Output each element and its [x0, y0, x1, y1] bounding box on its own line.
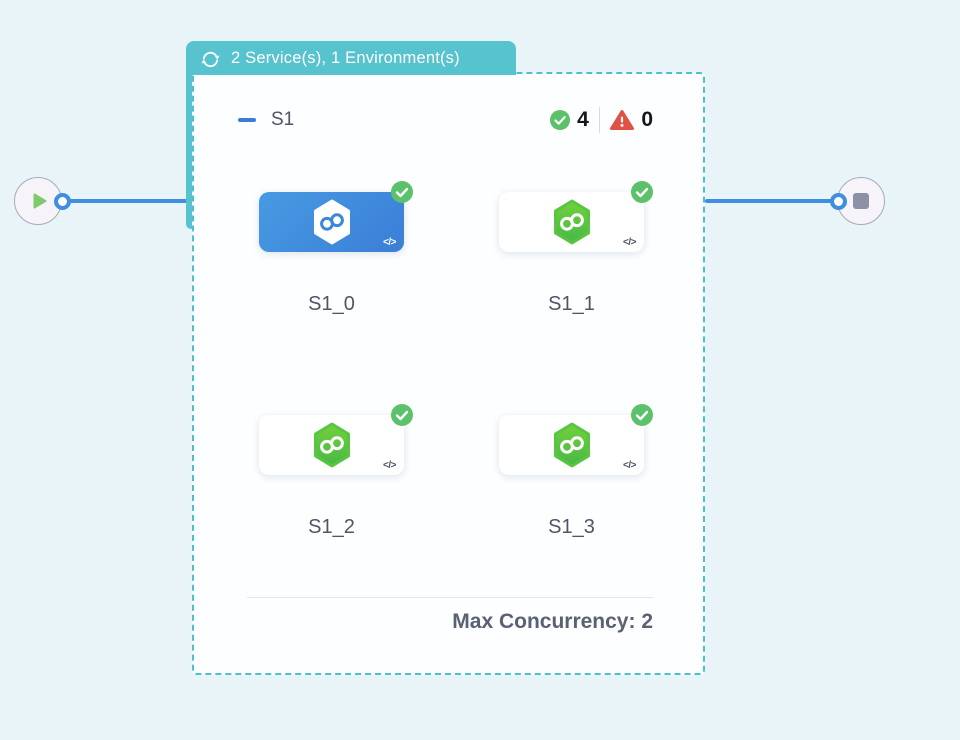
service-hexagon-icon	[313, 422, 351, 468]
counts-divider	[598, 107, 601, 133]
code-icon: </>	[623, 460, 636, 471]
service-hexagon-icon	[313, 199, 351, 245]
service-node-s1-2[interactable]: </>	[259, 404, 413, 475]
warning-triangle-icon	[610, 109, 635, 131]
service-cell: </> S1_1	[499, 181, 653, 316]
service-label: S1_0	[308, 293, 355, 315]
service-node-s1-1[interactable]: </>	[499, 181, 653, 252]
start-port	[54, 193, 71, 210]
success-count: 4	[577, 108, 589, 131]
service-label: S1_1	[548, 293, 595, 315]
check-circle-icon	[550, 110, 571, 130]
service-cell: </> S1_0	[259, 181, 413, 316]
max-concurrency-label: Max Concurrency: 2	[452, 610, 653, 633]
environment-tab[interactable]: 2 Service(s), 1 Environment(s)	[186, 41, 516, 75]
service-label: S1_3	[548, 516, 595, 538]
service-node-s1-0[interactable]: </>	[259, 181, 413, 252]
play-icon	[33, 193, 47, 209]
group-accent-strip	[186, 60, 196, 229]
success-badge-icon	[391, 404, 413, 426]
success-badge-icon	[391, 181, 413, 203]
success-badge-icon	[631, 181, 653, 203]
service-cell: </> S1_2	[259, 404, 413, 539]
error-count: 0	[641, 108, 653, 131]
code-icon: </>	[623, 237, 636, 248]
group-header: S1 4 0	[194, 107, 703, 133]
code-icon: </>	[383, 237, 396, 248]
edge-group-to-end	[705, 199, 838, 203]
service-cell: </> S1_3	[499, 404, 653, 539]
service-hexagon-icon	[553, 199, 591, 245]
group-title: S1	[271, 109, 295, 130]
service-node-s1-3[interactable]: </>	[499, 404, 653, 475]
collapse-button[interactable]	[238, 114, 256, 126]
service-hexagon-icon	[553, 422, 591, 468]
service-label: S1_2	[308, 516, 355, 538]
success-badge-icon	[631, 404, 653, 426]
end-port	[830, 193, 847, 210]
status-counts: 4 0	[550, 107, 653, 133]
footer-divider	[247, 597, 653, 598]
service-group-container: S1 4 0	[192, 72, 705, 675]
stop-icon	[853, 193, 869, 209]
code-icon: </>	[383, 460, 396, 471]
edge-start-to-group	[62, 199, 196, 203]
refresh-cycle-icon	[199, 47, 222, 70]
environment-tab-label: 2 Service(s), 1 Environment(s)	[231, 48, 460, 67]
collapse-dash-icon	[238, 118, 256, 122]
